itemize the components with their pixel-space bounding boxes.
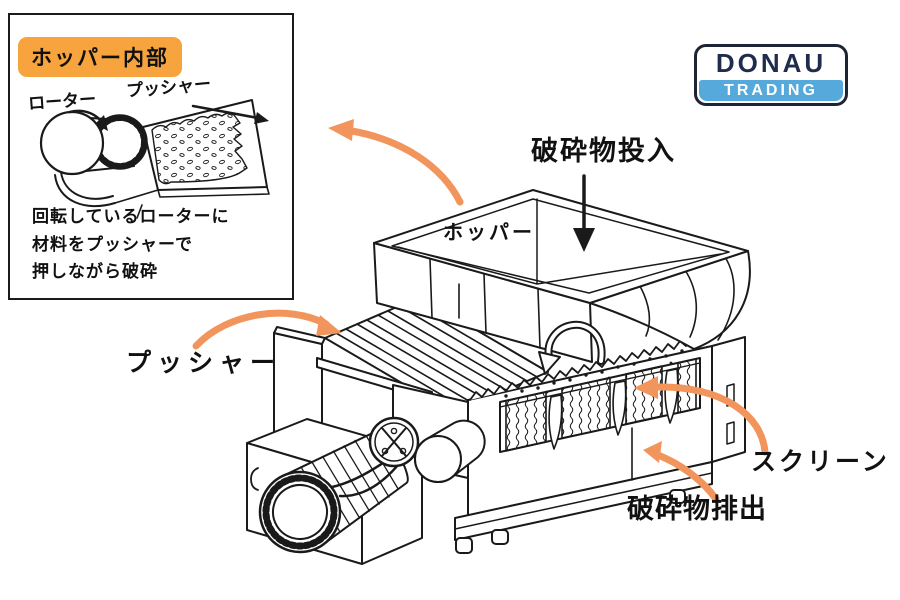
logo-donau: DONAU [715,48,827,78]
screen-panel [561,377,611,439]
inset-illustration [39,99,270,219]
feed-label: 破砕物投入 [531,136,676,166]
inset-push-arrow-icon [191,104,269,124]
inset-title-badge: ホッパー内部 [18,37,182,77]
arrow-pusher-icon [192,309,342,350]
feed-arrow-icon [573,174,595,252]
pulley-wheel [368,416,420,468]
inset-caption: 回転しているローターに 材料をプッシャーで 押しながら破砕 [32,203,230,286]
inset-caption-line: 押しながら破砕 [32,262,158,282]
rotor-teeth [469,334,711,401]
inset-caption-line: 材料をプッシャーで [32,234,193,254]
arrow-screen-icon [634,376,769,456]
brand-logo: DONAU TRADING [694,44,848,106]
arrow-discharge-icon [643,441,720,503]
logo-trading: TRADING [699,80,843,101]
rotor-rotation-arrow-icon [538,320,606,375]
rotor-bracket [54,171,159,219]
hopper-label: ホッパー [443,222,535,244]
inset-caption-line: 回転しているローターに [32,207,230,226]
pusher-label: プッシャー [126,349,282,377]
shaft-cylinder [413,419,486,483]
inset-panel: ホッパー内部 ローター プッシャー 回転しているローターに 材料をプッシャーで … [8,13,294,300]
material-heap [151,112,248,185]
discharge-label: 破砕物排出 [627,494,767,524]
arrow-to-inset-icon [328,119,464,206]
inset-rotor-label: ローター [27,89,97,114]
inset-rotation-arrow-icon [68,109,108,131]
screen-label: スクリーン [751,448,890,476]
hopper [373,189,751,363]
screen-panel [505,391,547,452]
motor-unit [246,416,486,565]
